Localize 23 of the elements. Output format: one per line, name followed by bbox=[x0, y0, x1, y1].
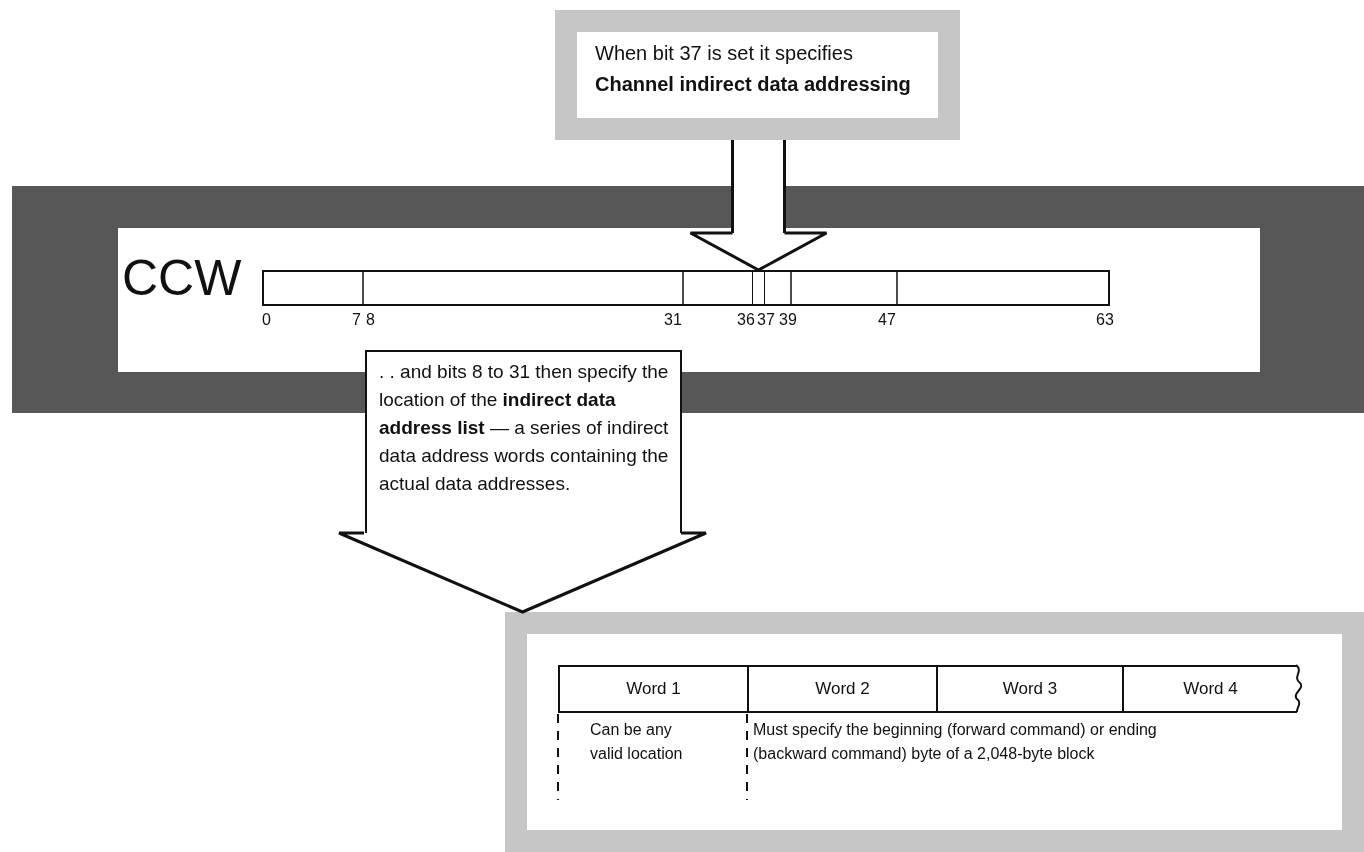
frame-panel bbox=[505, 612, 1364, 852]
register-label: CCW bbox=[122, 249, 242, 308]
bit-number: 7 bbox=[352, 310, 361, 330]
callout-box bbox=[365, 350, 682, 533]
note-text: Must specify the beginning (forward command) or ending (backward command) byte of a 2,048-byte block bbox=[753, 720, 1158, 764]
bit-number: 8 bbox=[366, 310, 375, 330]
bit-number: 0 bbox=[262, 310, 271, 330]
bit-number: 36 bbox=[737, 310, 755, 330]
callout-text: When bit 37 is set it specifies Channel indirect data addressing bbox=[595, 41, 912, 97]
bit-number: 39 bbox=[779, 310, 797, 330]
bit-field bbox=[752, 272, 765, 304]
callout-panel bbox=[555, 10, 960, 140]
bit-number: 37 bbox=[757, 310, 775, 330]
word-cell: Word 4 bbox=[1122, 665, 1297, 713]
bit-number: 31 bbox=[664, 310, 682, 330]
word-cell: Word 1 bbox=[558, 665, 747, 713]
bit-number: 63 bbox=[1096, 310, 1114, 330]
word-cell: Word 2 bbox=[747, 665, 936, 713]
bit-number: 47 bbox=[878, 310, 896, 330]
callout-text: . . and bits 8 to 31 then specify the location of the indirect data address list — a series of indirect data address words containing the actual data addresses. bbox=[379, 360, 670, 496]
word-cell: Word 3 bbox=[936, 665, 1122, 713]
note-text: Can be any valid location bbox=[590, 720, 684, 764]
frame-panel bbox=[12, 186, 1364, 413]
